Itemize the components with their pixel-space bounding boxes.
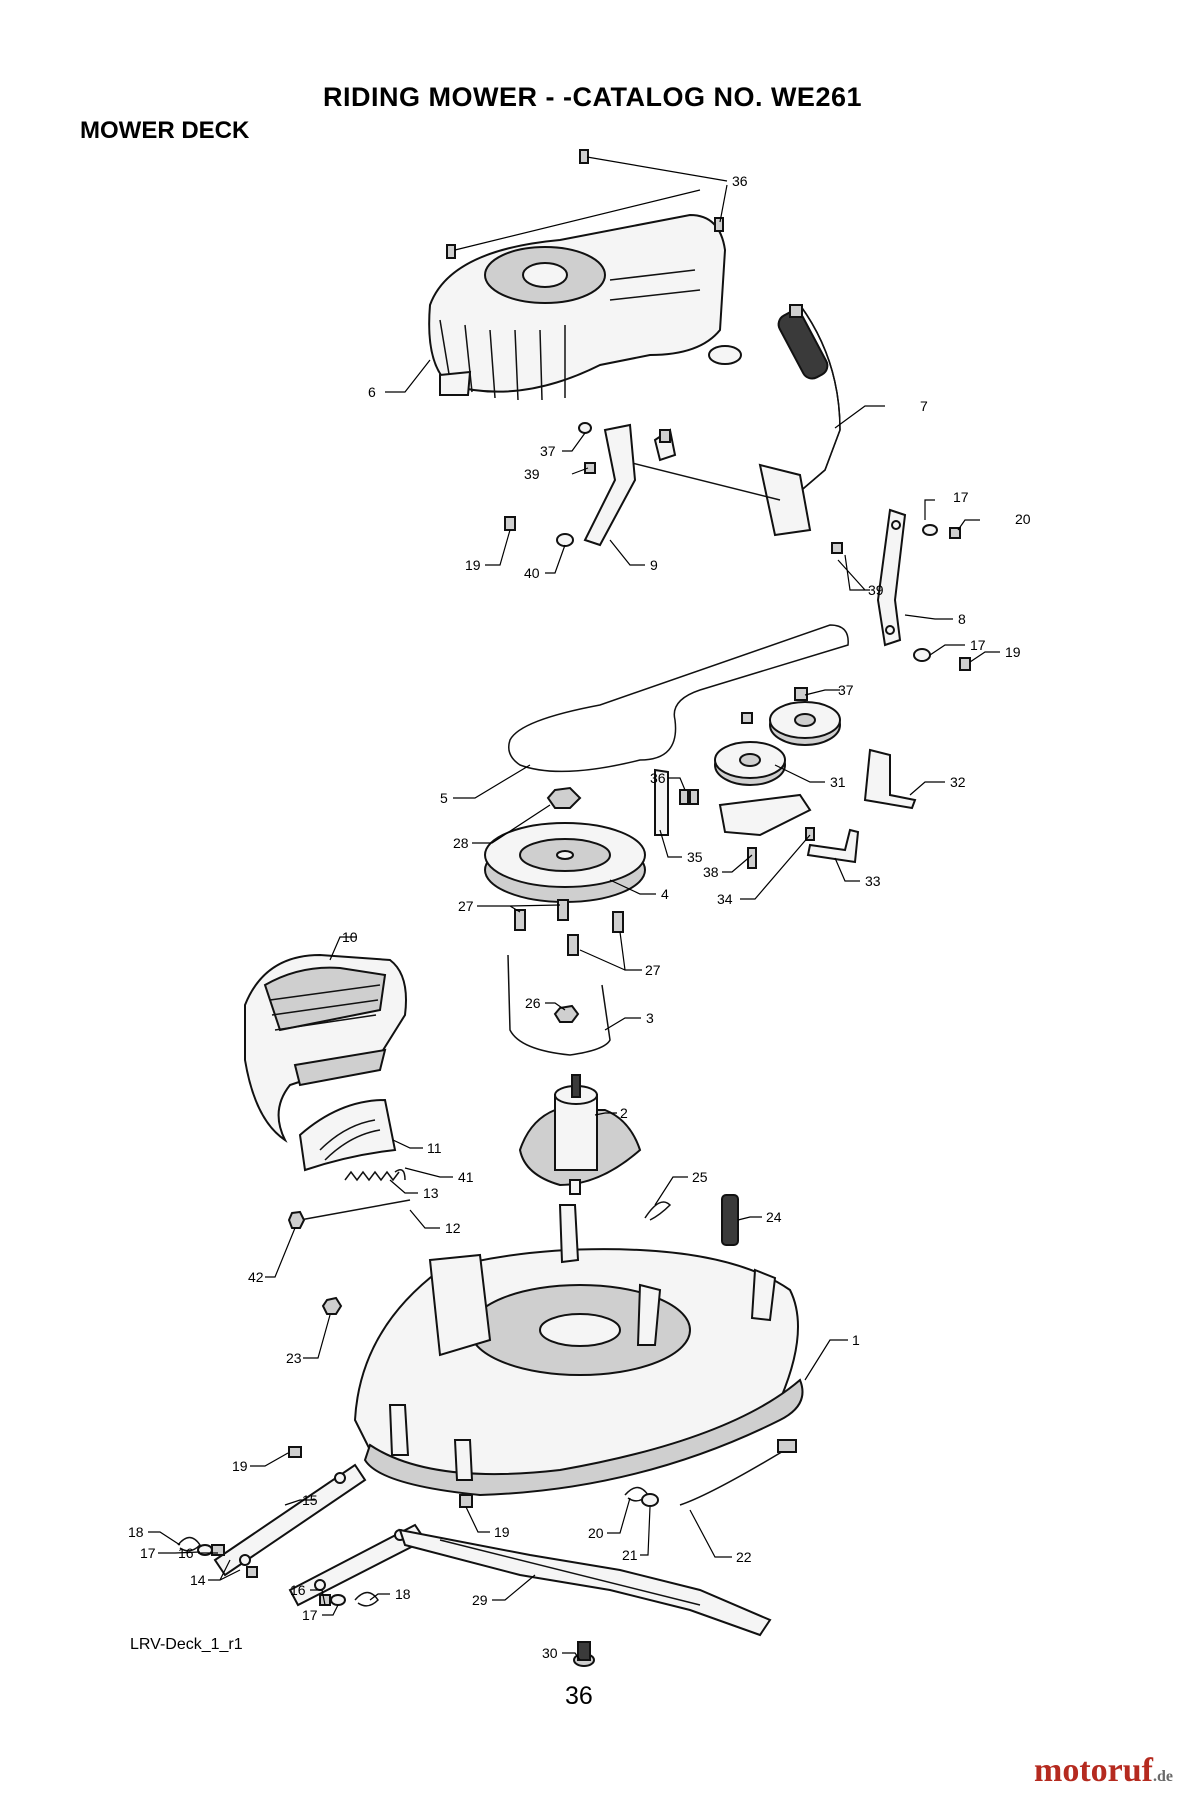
- drawing-reference: LRV-Deck_1_r1: [130, 1636, 243, 1653]
- drive-belt: [508, 624, 849, 773]
- spindle-pulley: [484, 786, 646, 903]
- discharge-chute: [244, 953, 407, 1143]
- callout-31: 31: [830, 774, 846, 790]
- callout-24: 24: [766, 1209, 782, 1225]
- rear-hardware: [624, 1439, 797, 1507]
- spindle-housing: [518, 1074, 642, 1195]
- link-hardware: [177, 1446, 473, 1607]
- callout-1: 1: [852, 1332, 860, 1348]
- callout-17-c: 17: [140, 1545, 156, 1561]
- callout-15: 15: [302, 1492, 318, 1508]
- callout-5: 5: [440, 790, 448, 806]
- callout-32: 32: [950, 774, 966, 790]
- callout-30: 30: [542, 1645, 558, 1661]
- callout-26: 26: [525, 995, 541, 1011]
- mower-blade: [398, 1528, 772, 1637]
- callout-19-b: 19: [1005, 644, 1021, 660]
- callout-2: 2: [620, 1105, 628, 1121]
- callout-21: 21: [622, 1547, 638, 1563]
- callout-16-a: 16: [178, 1545, 194, 1561]
- watermark-logo: motoruf.de: [1034, 1752, 1173, 1790]
- callout-17-d: 17: [302, 1607, 318, 1623]
- pulley-bolts: [514, 899, 624, 956]
- callout-17-a: 17: [953, 489, 969, 505]
- callout-16-b: 16: [290, 1582, 306, 1598]
- callout-25: 25: [692, 1169, 708, 1185]
- callout-37-b: 37: [838, 682, 854, 698]
- callout-35: 35: [687, 849, 703, 865]
- callout-33: 33: [865, 873, 881, 889]
- mower-deck-housing: [353, 1204, 804, 1497]
- lift-shaft: [583, 423, 781, 547]
- blade-bolt: [573, 1641, 595, 1667]
- page-title: RIDING MOWER - -CATALOG NO. WE261: [323, 82, 862, 112]
- callout-36-mid: 36: [650, 770, 666, 786]
- callout-14: 14: [190, 1572, 206, 1588]
- watermark-suffix: .de: [1153, 1768, 1173, 1785]
- lift-link: [876, 508, 907, 647]
- callout-38: 38: [703, 864, 719, 880]
- callout-42: 42: [248, 1269, 264, 1285]
- callout-28: 28: [453, 835, 469, 851]
- callout-8: 8: [958, 611, 966, 627]
- callout-22: 22: [736, 1549, 752, 1565]
- callout-39-a: 39: [524, 466, 540, 482]
- deflector-plate: [298, 1098, 397, 1172]
- callout-19-a: 19: [465, 557, 481, 573]
- callout-11: 11: [427, 1140, 442, 1156]
- callout-9: 9: [650, 557, 658, 573]
- callout-20-b: 20: [588, 1525, 604, 1541]
- callout-41: 41: [458, 1169, 474, 1185]
- chute-spring-assembly: [287, 1169, 411, 1229]
- callout-13: 13: [423, 1185, 439, 1201]
- watermark-name: motoruf: [1034, 1752, 1153, 1789]
- callout-7: 7: [920, 398, 928, 414]
- callout-18-a: 18: [128, 1524, 144, 1540]
- callout-12: 12: [445, 1220, 461, 1236]
- spindle-spring: [644, 1194, 739, 1246]
- nut-23: [321, 1296, 343, 1315]
- idler-brackets: [654, 748, 917, 869]
- belt-cover: [428, 213, 742, 401]
- callout-39-b: 39: [868, 582, 884, 598]
- lever-hardware: [504, 422, 971, 671]
- callout-34: 34: [717, 891, 733, 907]
- callout-3: 3: [646, 1010, 654, 1026]
- callout-20-a: 20: [1015, 511, 1031, 527]
- callout-6: 6: [368, 384, 376, 400]
- callout-10: 10: [342, 929, 358, 945]
- lift-lever: [758, 304, 841, 537]
- bolt-36-group: [446, 149, 724, 259]
- callout-18-b: 18: [395, 1586, 411, 1602]
- spindle-bracket: [507, 954, 611, 1056]
- callout-27-a: 27: [458, 898, 474, 914]
- section-title: MOWER DECK: [80, 117, 250, 144]
- callout-37-a: 37: [540, 443, 556, 459]
- callout-29: 29: [472, 1592, 488, 1608]
- idler-pulleys: [714, 687, 841, 786]
- callout-19-c: 19: [232, 1458, 248, 1474]
- callout-leaders: [148, 156, 1000, 1661]
- callout-23: 23: [286, 1350, 302, 1366]
- callout-19-d: 19: [494, 1524, 510, 1540]
- callout-labels: 36 6 7 37 39 19 40 9 17 20 39 8 17 19 37…: [128, 173, 1031, 1661]
- callout-36-top: 36: [732, 173, 748, 189]
- callout-27-b: 27: [645, 962, 661, 978]
- callout-17-b: 17: [970, 637, 986, 653]
- page-number: 36: [565, 1682, 593, 1710]
- gauge-links: [213, 1463, 427, 1607]
- callout-4: 4: [661, 886, 669, 902]
- callout-40: 40: [524, 565, 540, 581]
